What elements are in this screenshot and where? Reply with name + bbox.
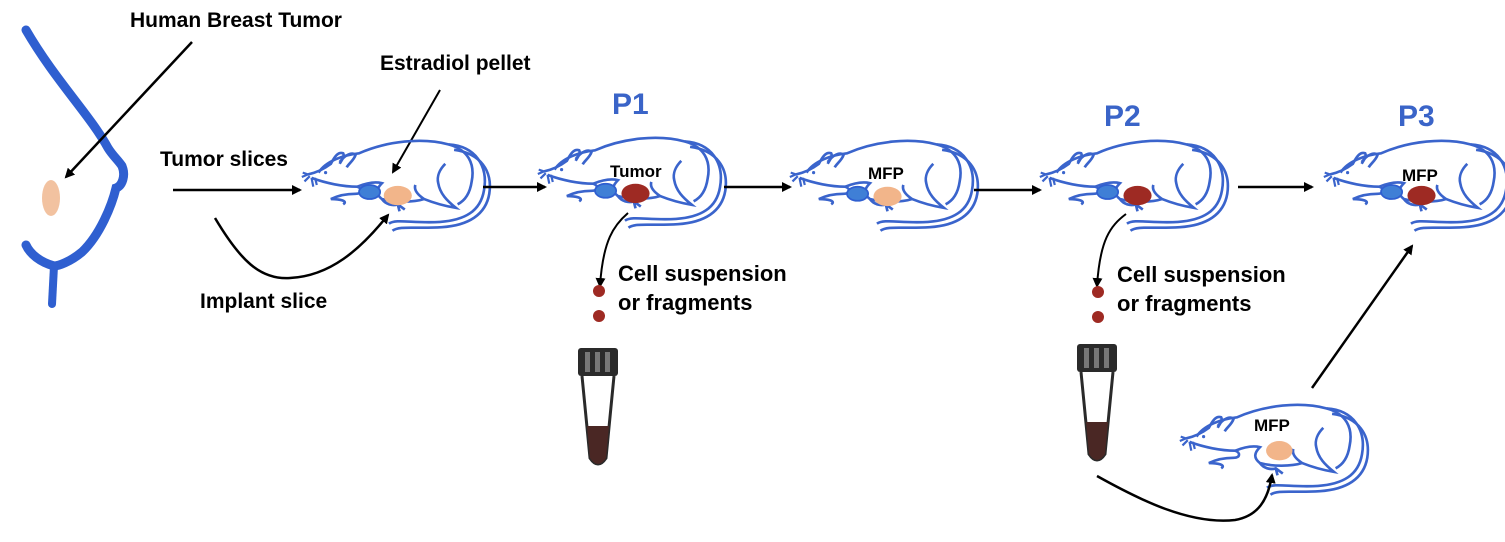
tube-icon — [578, 348, 618, 466]
passage-p1-label: P1 — [612, 88, 649, 121]
implant-slice-label: Implant slice — [200, 290, 328, 313]
cell-suspension-label-p2: Cell suspension or fragments — [1117, 260, 1286, 318]
tumor-slices-label: Tumor slices — [160, 148, 288, 171]
fragment-dot — [1092, 311, 1104, 323]
cell-suspension-line2: or fragments — [618, 290, 753, 315]
arrow-p1-harvest — [595, 212, 629, 288]
p3-site-label: MFP — [1402, 166, 1438, 185]
cell-suspension-label-p1: Cell suspension or fragments — [618, 259, 787, 317]
breast-outline — [21, 25, 129, 271]
cell-suspension-line1: Cell suspension — [618, 261, 787, 286]
arrow-estradiol-pellet — [392, 89, 441, 174]
fragment-dot — [593, 285, 605, 297]
cell-suspension-line2: or fragments — [1117, 291, 1252, 316]
fragment-dot — [1092, 286, 1104, 298]
passage-p2-label: P2 — [1104, 100, 1141, 133]
arrow-p2-harvest — [1092, 213, 1127, 288]
mouse-p1-icon — [536, 136, 728, 230]
passage-p3-label: P3 — [1398, 100, 1435, 133]
breast-torso-line — [48, 262, 58, 308]
breast-tumor-mass — [42, 180, 60, 216]
p1-site-label: Tumor — [610, 162, 662, 181]
mouse-branch-icon — [1178, 403, 1370, 497]
human-breast-tumor-label: Human Breast Tumor — [130, 9, 342, 32]
arrow-implant-slice — [213, 213, 390, 280]
mouse-p2-icon — [1038, 139, 1230, 233]
fragment-dot — [593, 310, 605, 322]
branch-site-label: MFP — [1254, 416, 1290, 435]
estradiol-pellet-label: Estradiol pellet — [380, 52, 531, 75]
arrow-branch-to-p3 — [1310, 244, 1414, 389]
intermediate-site-label: MFP — [868, 164, 904, 183]
arrow-tube-to-branch — [1096, 473, 1276, 522]
mouse-p3-icon — [1322, 139, 1505, 233]
mouse-recipient-icon — [300, 139, 492, 233]
mouse-intermediate-icon — [788, 139, 980, 233]
tube-icon — [1077, 344, 1117, 462]
cell-suspension-line1: Cell suspension — [1117, 262, 1286, 287]
arrow-label-to-tumor — [64, 41, 193, 179]
